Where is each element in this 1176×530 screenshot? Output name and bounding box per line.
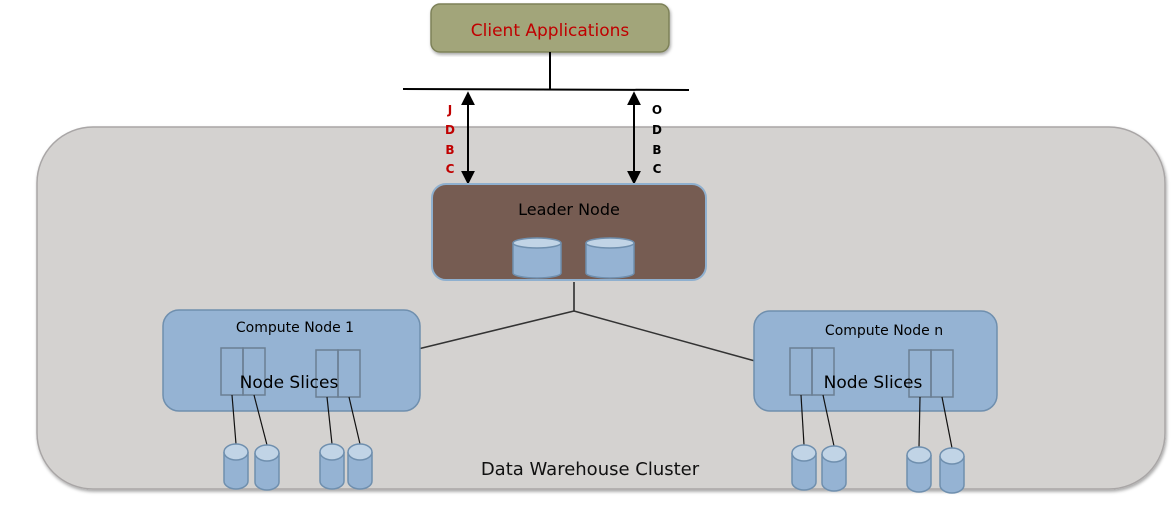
compute-node-n: Compute Node n Node Slices — [753, 310, 998, 412]
client-applications-node: Client Applications — [430, 3, 670, 53]
odbc-letter: B — [652, 143, 661, 157]
slice-disk-link — [253, 394, 268, 446]
cluster-label: Data Warehouse Cluster — [481, 459, 700, 480]
storage-disk-icon — [821, 445, 847, 492]
client-bus — [402, 88, 690, 91]
storage-disk-icon — [791, 444, 817, 491]
slice-disk-link — [822, 394, 835, 447]
storage-disk-icon — [319, 443, 345, 490]
jdbc-letter: B — [445, 143, 454, 157]
leader-node: Leader Node — [431, 183, 707, 281]
storage-disk-icon — [906, 446, 932, 493]
jdbc-letter: J — [447, 103, 452, 117]
node-slices-1-label: Node Slices — [240, 373, 339, 393]
storage-disk-icon — [347, 443, 373, 490]
odbc-letter: O — [652, 103, 662, 117]
jdbc-label: J D B C — [445, 103, 455, 176]
leader-disks — [512, 237, 635, 279]
compute-n-link — [573, 310, 756, 362]
odbc-letter: D — [652, 123, 662, 137]
jdbc-letter: C — [446, 162, 455, 176]
jdbc-letter: D — [445, 123, 455, 137]
slice-disk-link — [348, 396, 361, 445]
leader-disk-icon — [585, 237, 635, 279]
slice-disk-link — [326, 396, 333, 445]
storage-disk-icon — [254, 444, 280, 491]
slice-disk-link — [800, 394, 805, 446]
leader-node-label: Leader Node — [518, 200, 620, 219]
compute-node-1-label: Compute Node 1 — [236, 320, 354, 336]
storage-disks — [223, 394, 965, 494]
slice-disk-link — [918, 396, 921, 448]
slice-disk-link — [941, 396, 953, 449]
compute-node-1: Compute Node 1 Node Slices — [162, 309, 421, 412]
odbc-label: O D B C — [652, 103, 662, 176]
odbc-letter: C — [653, 162, 662, 176]
node-slices-n-label: Node Slices — [824, 373, 923, 393]
compute-1-link — [417, 310, 575, 350]
storage-disk-icon — [223, 443, 249, 490]
client-applications-label: Client Applications — [471, 21, 630, 41]
storage-disk-icon — [939, 447, 965, 494]
cluster-container — [36, 126, 1166, 490]
leader-disk-icon — [512, 237, 562, 279]
compute-node-n-label: Compute Node n — [825, 323, 943, 339]
slice-disk-link — [231, 394, 237, 445]
